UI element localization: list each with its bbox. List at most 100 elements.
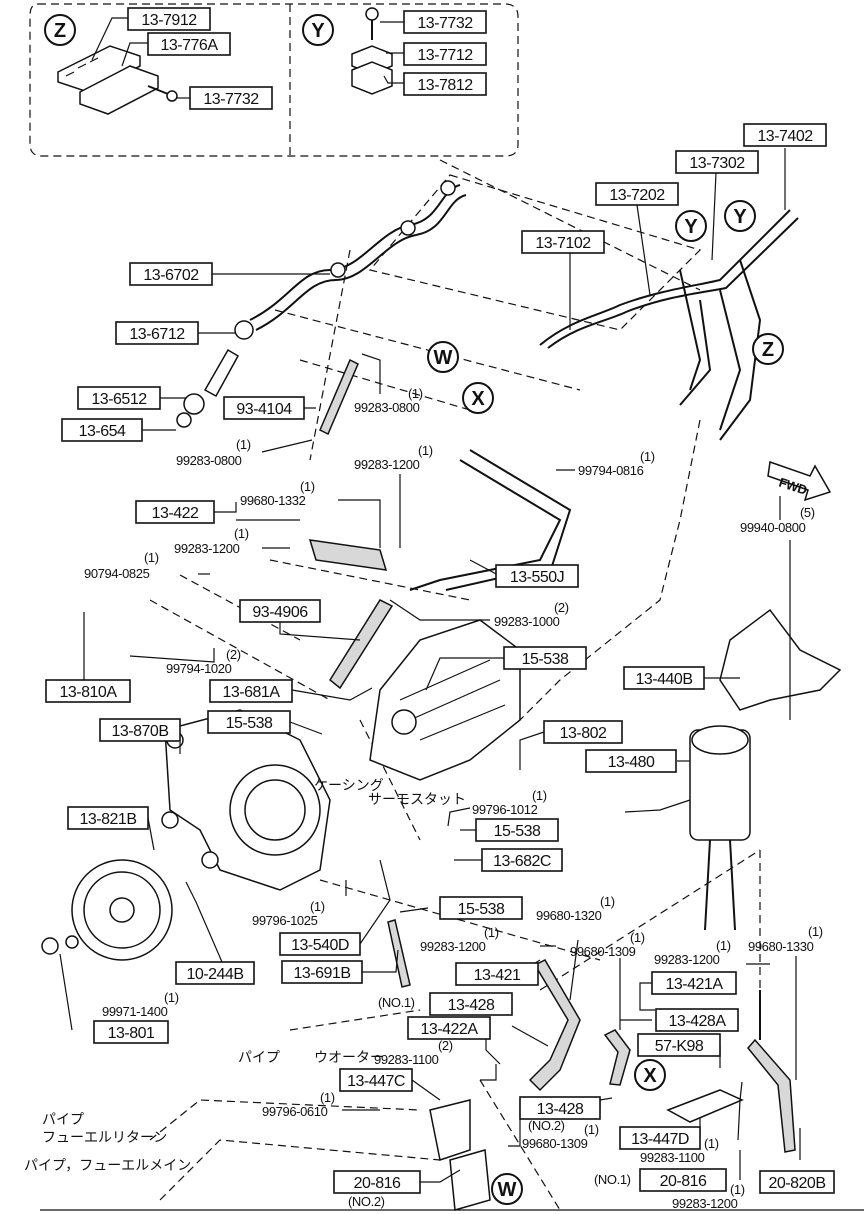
svg-text:90794-0825: 90794-0825 — [84, 566, 150, 581]
svg-text:99283-1000: 99283-1000 — [494, 614, 560, 629]
svg-text:13-776A: 13-776A — [161, 37, 219, 54]
svg-text:13-802: 13-802 — [560, 725, 607, 742]
part-label: 13-7202 — [595, 182, 679, 206]
svg-text:13-428: 13-428 — [448, 997, 495, 1014]
part-label: 13-682C — [481, 848, 563, 872]
part-number-labels: 13-7912 13-776A 13-7732 13-7732 13-7712 … — [45, 7, 835, 1194]
svg-text:13-480: 13-480 — [608, 754, 655, 771]
svg-text:20-820B: 20-820B — [769, 1175, 826, 1192]
view-circles: Z Y Y Y Z W X X — [44, 14, 784, 1205]
part-label: 13-821B — [67, 806, 149, 830]
svg-text:(1): (1) — [640, 449, 655, 464]
part-label: 13-681A — [209, 679, 293, 703]
svg-text:パイプ: パイプ — [238, 1049, 280, 1065]
circle-label-z-inset: Z — [44, 14, 76, 46]
part-label: 13-810A — [45, 679, 131, 703]
part-label: 13-7732 — [189, 86, 273, 110]
part-label: 20-816 — [639, 1168, 727, 1192]
part-label: 93-4906 — [239, 599, 321, 623]
svg-text:13-7102: 13-7102 — [535, 235, 591, 252]
svg-text:13-7202: 13-7202 — [609, 187, 665, 204]
svg-text:99283-0800: 99283-0800 — [176, 453, 242, 468]
svg-text:(1): (1) — [584, 1122, 599, 1137]
svg-text:13-422A: 13-422A — [421, 1021, 479, 1038]
part-label: 13-6712 — [115, 321, 199, 345]
svg-text:(2): (2) — [226, 647, 241, 662]
svg-text:13-6702: 13-6702 — [143, 267, 199, 284]
svg-text:X: X — [643, 1065, 657, 1087]
part-label: 13-6512 — [77, 386, 161, 410]
svg-text:93-4104: 93-4104 — [236, 401, 292, 418]
main-assembly-drawing — [41, 159, 842, 1211]
svg-text:15-538: 15-538 — [522, 651, 569, 668]
part-label: 13-7732 — [403, 10, 487, 34]
svg-text:99283-1200: 99283-1200 — [672, 1196, 738, 1211]
svg-text:(2): (2) — [438, 1038, 453, 1053]
part-label: 15-538 — [475, 818, 559, 842]
japanese-notes: ケーシング サーモスタット パイプ ウオーター パイプ フューエルリターン パイ… — [24, 777, 466, 1173]
part-label: 13-540D — [279, 932, 361, 956]
svg-text:(NO.2): (NO.2) — [348, 1194, 385, 1209]
svg-text:13-654: 13-654 — [79, 423, 126, 440]
svg-text:パイプ，フューエルメイン: パイプ，フューエルメイン — [24, 1157, 191, 1173]
svg-text:99796-1012: 99796-1012 — [472, 802, 538, 817]
part-label: 13-7912 — [127, 7, 211, 31]
svg-text:99794-1020: 99794-1020 — [166, 661, 232, 676]
svg-text:(NO.2): (NO.2) — [528, 1118, 565, 1133]
part-label: 13-802 — [543, 720, 623, 744]
part-label: 13-7812 — [403, 72, 487, 96]
svg-text:Y: Y — [311, 20, 325, 42]
svg-text:13-810A: 13-810A — [60, 684, 118, 701]
svg-text:(NO.1): (NO.1) — [594, 1172, 631, 1187]
svg-text:Y: Y — [684, 216, 698, 238]
part-label: 13-691B — [281, 960, 363, 984]
svg-text:(1): (1) — [408, 386, 423, 401]
svg-text:13-421: 13-421 — [474, 967, 521, 984]
part-label: 13-7102 — [521, 230, 605, 254]
inset-panels — [29, 3, 519, 157]
svg-text:(1): (1) — [418, 443, 433, 458]
svg-text:13-801: 13-801 — [108, 1025, 155, 1042]
svg-text:57-K98: 57-K98 — [655, 1038, 704, 1055]
svg-text:(1): (1) — [234, 526, 249, 541]
svg-text:(5): (5) — [800, 505, 815, 520]
svg-text:13-7712: 13-7712 — [417, 47, 473, 64]
svg-text:99283-1200: 99283-1200 — [174, 541, 240, 556]
svg-text:13-6712: 13-6712 — [129, 326, 185, 343]
svg-text:Z: Z — [54, 20, 66, 42]
circle-label-y-inset: Y — [302, 14, 334, 46]
svg-text:20-816: 20-816 — [660, 1173, 707, 1190]
svg-text:13-550J: 13-550J — [510, 569, 564, 586]
svg-text:(2): (2) — [554, 600, 569, 615]
part-label: 13-7402 — [743, 123, 827, 147]
svg-text:(1): (1) — [484, 925, 499, 940]
svg-text:(1): (1) — [704, 1136, 719, 1151]
svg-text:(1): (1) — [716, 938, 731, 953]
svg-text:W: W — [498, 1179, 517, 1201]
svg-text:99971-1400: 99971-1400 — [102, 1004, 168, 1019]
svg-text:(1): (1) — [300, 479, 315, 494]
part-label: 13-7712 — [403, 42, 487, 66]
svg-text:13-440B: 13-440B — [636, 671, 693, 688]
circle-label-x-top: X — [462, 382, 494, 414]
svg-text:13-428: 13-428 — [537, 1101, 584, 1118]
svg-text:13-7732: 13-7732 — [417, 15, 473, 32]
svg-text:99680-1309: 99680-1309 — [570, 944, 636, 959]
svg-text:99283-1200: 99283-1200 — [354, 457, 420, 472]
svg-text:ウオーター: ウオーター — [314, 1049, 384, 1065]
svg-text:サーモスタット: サーモスタット — [368, 791, 466, 807]
part-label: 57-K98 — [637, 1033, 721, 1057]
svg-text:13-540D: 13-540D — [291, 937, 349, 954]
svg-text:(1): (1) — [808, 924, 823, 939]
svg-text:99796-1025: 99796-1025 — [252, 913, 318, 928]
svg-text:13-421A: 13-421A — [666, 976, 724, 993]
part-label: 15-538 — [503, 646, 587, 670]
svg-text:13-428A: 13-428A — [669, 1013, 727, 1030]
svg-text:13-691B: 13-691B — [294, 965, 351, 982]
part-label: 13-428A — [655, 1008, 739, 1032]
svg-text:W: W — [434, 347, 453, 369]
svg-text:99283-0800: 99283-0800 — [354, 400, 420, 415]
part-label: 13-421 — [455, 962, 539, 986]
part-label: 13-6702 — [129, 262, 213, 286]
svg-text:99680-1320: 99680-1320 — [536, 908, 602, 923]
